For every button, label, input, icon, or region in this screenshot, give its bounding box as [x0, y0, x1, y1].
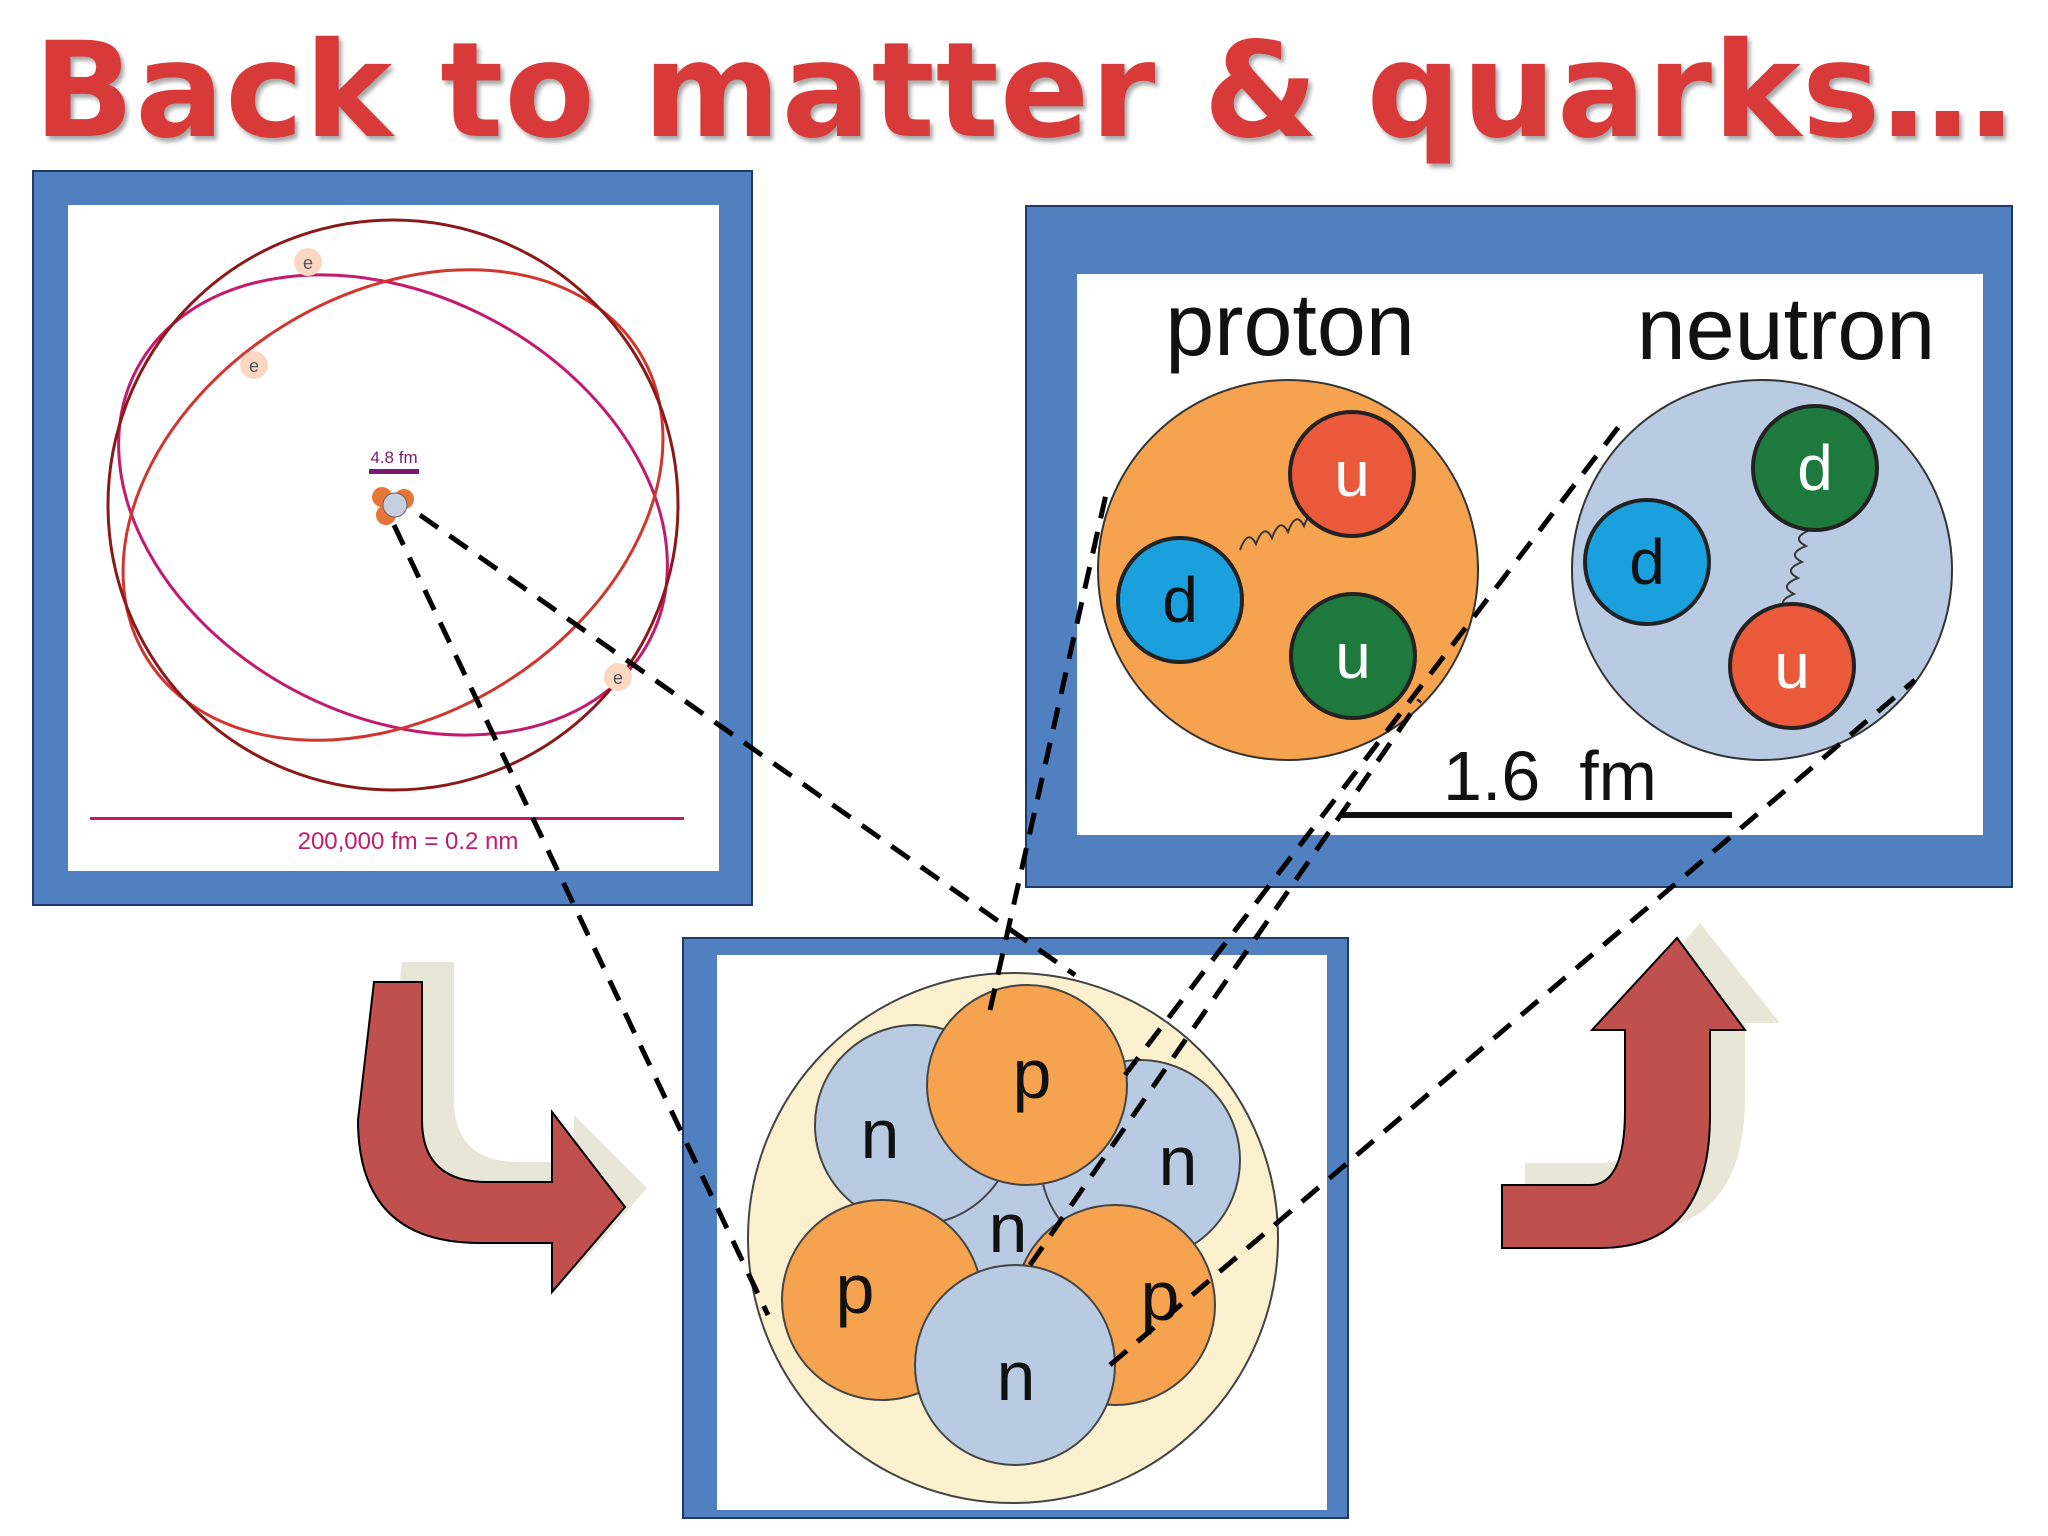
up-quark-label: u	[1774, 630, 1810, 702]
neutron: n	[914, 1264, 1116, 1466]
proton-title: proton	[1165, 275, 1415, 374]
quark-scale-label: 1.6 fm	[1443, 737, 1657, 815]
neutron-diagram: d d u	[1571, 379, 1953, 761]
down-quark-label: d	[1162, 564, 1198, 636]
arrow-down-right	[356, 962, 647, 1295]
atom-scale-label: 200,000 fm = 0.2 nm	[298, 828, 519, 855]
quark-panel: proton neutron u d u d	[1025, 205, 2013, 888]
slide-title: Back to matter & quarks…	[33, 14, 2015, 168]
quark-scale-bar	[1341, 812, 1732, 818]
neutron-label: n	[861, 1095, 900, 1173]
proton-label: p	[836, 1250, 875, 1328]
neutron-label: n	[997, 1337, 1036, 1415]
zoom-line	[1108, 678, 1917, 1367]
zoom-line	[391, 523, 771, 1317]
atom-panel-inner	[68, 205, 719, 871]
atom-nucleus	[372, 487, 414, 525]
electron: e	[240, 351, 268, 379]
nucleons-panel: n n n p p p n	[682, 937, 1349, 1519]
nucleus-scale-bar	[369, 469, 419, 474]
electron-label: e	[303, 253, 313, 273]
electron-orbits	[106, 218, 680, 792]
proton-label: p	[1141, 1257, 1180, 1335]
zoom-line	[1123, 423, 1622, 1077]
atom-scale-bar	[90, 817, 684, 820]
electron-label: e	[249, 356, 259, 376]
proton-label: p	[1013, 1035, 1052, 1113]
electron: e	[294, 248, 322, 276]
electron-label: e	[613, 668, 623, 688]
proton-diagram: u d u	[1097, 379, 1479, 761]
zoom-line	[418, 512, 1077, 978]
atom-panel: e e e 4.8 fm 200,000 fm = 0.2 nm	[32, 170, 753, 906]
electron: e	[604, 663, 632, 691]
down-quark-label: d	[1629, 526, 1665, 598]
up-quark: u	[1728, 602, 1856, 730]
down-quark: d	[1751, 404, 1879, 532]
gluon-spring	[1239, 512, 1321, 551]
neutron-label: n	[1159, 1122, 1198, 1200]
up-quark: u	[1288, 410, 1416, 538]
zoom-line	[987, 489, 1110, 1011]
arrow-up-right	[1501, 923, 1780, 1249]
zoom-line	[1027, 698, 1423, 1267]
zoom-lines	[391, 423, 1917, 1367]
down-quark-label: d	[1797, 432, 1833, 504]
nucleus-scale-label: 4.8 fm	[370, 448, 417, 467]
up-quark: u	[1289, 592, 1417, 720]
up-quark-label: u	[1335, 620, 1371, 692]
neutron-title: neutron	[1637, 279, 1935, 378]
down-quark: d	[1583, 498, 1711, 626]
neutron-label: n	[989, 1189, 1028, 1267]
down-quark: d	[1116, 536, 1244, 664]
up-quark-label: u	[1334, 438, 1370, 510]
proton: p	[926, 984, 1128, 1186]
